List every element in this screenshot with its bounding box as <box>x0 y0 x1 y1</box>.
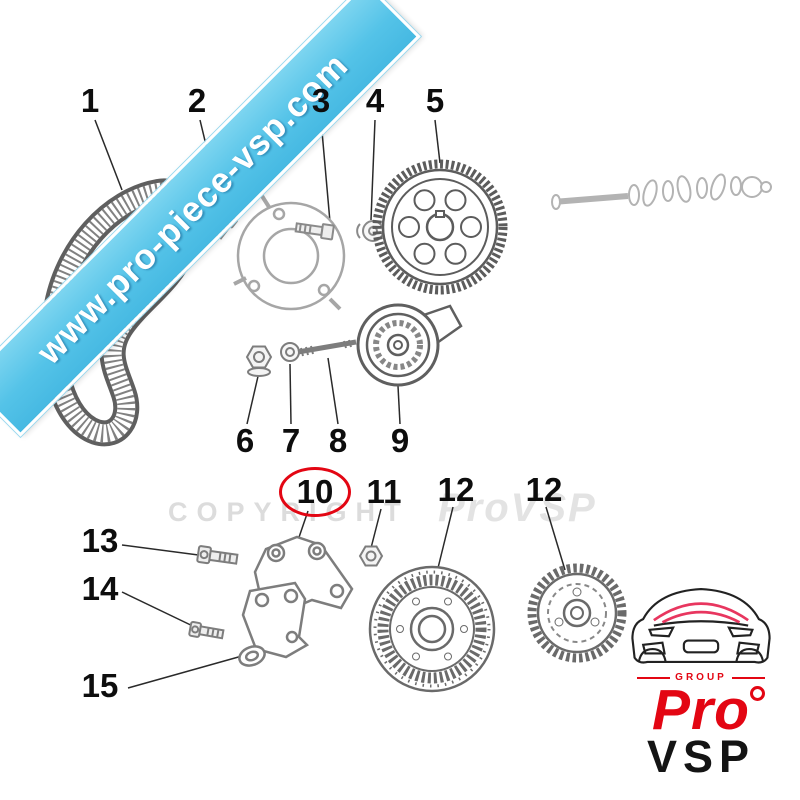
camshaft-drawing <box>551 173 772 210</box>
part-label-4: 4 <box>365 82 385 119</box>
bolt-3-drawing <box>294 222 335 241</box>
part-label-2: 2 <box>187 82 207 119</box>
nut-11-drawing <box>358 545 384 567</box>
part-label-6: 6 <box>235 422 255 459</box>
logo-brand-vsp: VSP <box>646 731 756 782</box>
copyright-watermark-brand: ProVSP <box>438 486 597 530</box>
part-label-12b: 12 <box>525 471 563 508</box>
part-label-8: 8 <box>328 422 348 459</box>
backing-plate-drawing <box>233 194 346 311</box>
logo-brand-pro-text: Pro <box>651 678 751 742</box>
part-label-9: 9 <box>390 422 410 459</box>
camshaft-pulley-drawing <box>372 159 508 295</box>
part-label-7: 7 <box>281 422 301 459</box>
logo-group-line-left <box>637 676 671 679</box>
car-logo-icon <box>631 588 771 664</box>
bolt-13-drawing <box>196 545 239 565</box>
logo-group-line-right <box>731 676 766 679</box>
part-label-15: 15 <box>81 667 119 704</box>
washer-7-drawing <box>280 342 300 362</box>
part-label-1: 1 <box>80 82 100 119</box>
part-label-11: 11 <box>366 473 402 510</box>
part-label-13: 13 <box>81 522 119 559</box>
part-label-3: 3 <box>311 82 331 119</box>
logo-group-label: GROUP <box>675 672 727 683</box>
provsp-logo: GROUP Pro VSP <box>622 574 780 779</box>
crank-gear-drawing <box>368 565 496 693</box>
part-label-12a: 12 <box>437 471 475 508</box>
tensioner-drawing <box>356 303 463 387</box>
leader-lines <box>94 119 566 689</box>
bracket-15-drawing <box>238 581 310 667</box>
part-label-5: 5 <box>425 82 445 119</box>
logo-group-row: GROUP <box>637 672 766 683</box>
nut-6-drawing <box>245 345 273 377</box>
logo-brand-pro: Pro <box>652 682 766 739</box>
bolt-14-drawing <box>188 620 225 640</box>
pump-gear-drawing <box>527 563 627 663</box>
logo-registered-ring-icon <box>750 686 766 701</box>
stud-8-drawing <box>297 339 357 357</box>
highlight-ellipse-part-10 <box>279 467 351 517</box>
part-label-14: 14 <box>81 570 119 607</box>
